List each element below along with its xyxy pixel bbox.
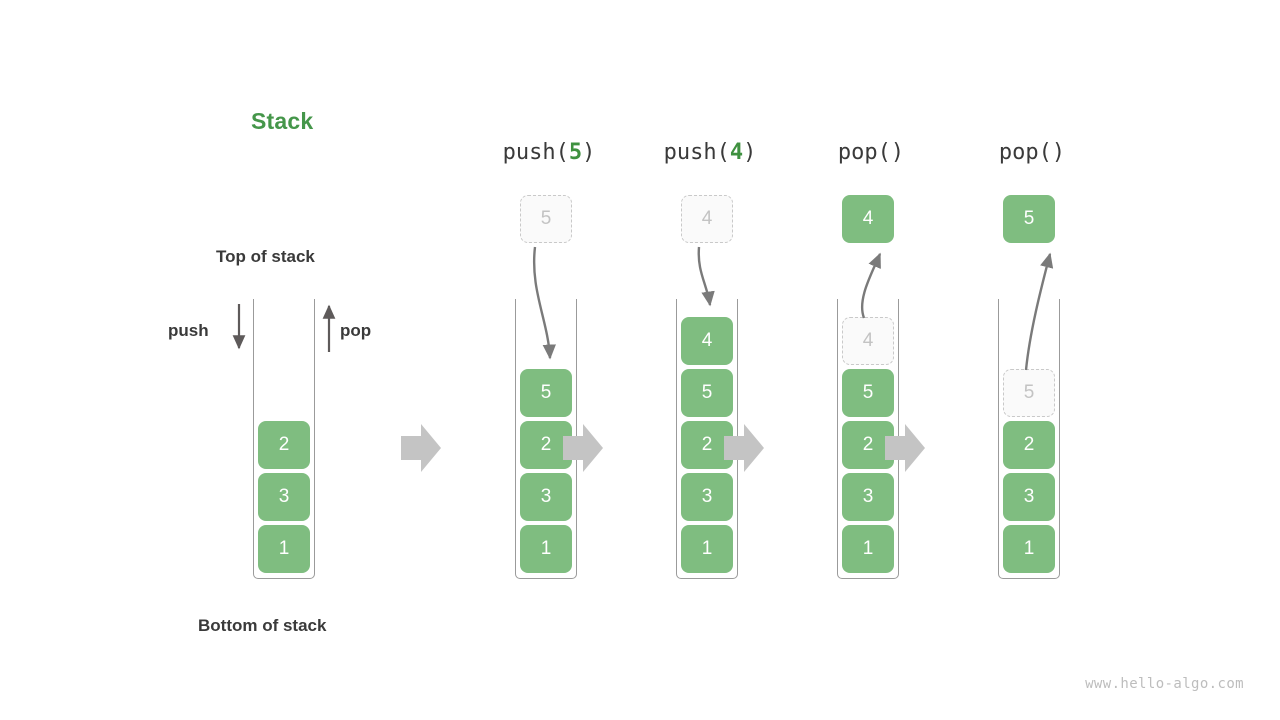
stack-cell: 1 bbox=[842, 525, 894, 573]
operation-label-push-4: push(4) bbox=[645, 140, 775, 165]
op-prefix: push( bbox=[663, 140, 730, 165]
op-suffix: ) bbox=[890, 140, 905, 165]
stack-cell: 3 bbox=[681, 473, 733, 521]
op-prefix: pop( bbox=[837, 140, 891, 165]
op-prefix: push( bbox=[502, 140, 569, 165]
stack-cell: 1 bbox=[258, 525, 310, 573]
floating-element-push-5: 5 bbox=[520, 195, 572, 243]
stack-cell: 3 bbox=[520, 473, 572, 521]
op-argument: 4 bbox=[729, 140, 744, 165]
floating-element-pop-2: 5 bbox=[1003, 195, 1055, 243]
pop-label: pop bbox=[340, 321, 372, 340]
stack-cell: 2 bbox=[258, 421, 310, 469]
stack-cell: 2 bbox=[681, 421, 733, 469]
stack-cell: 4 bbox=[842, 317, 894, 365]
op-argument: 5 bbox=[568, 140, 583, 165]
stack-cell: 5 bbox=[1003, 369, 1055, 417]
stack-cell: 4 bbox=[681, 317, 733, 365]
stack-cell: 2 bbox=[842, 421, 894, 469]
push-label: push bbox=[168, 321, 209, 340]
top-of-stack-label: Top of stack bbox=[216, 247, 315, 266]
stack-cell: 2 bbox=[520, 421, 572, 469]
bottom-of-stack-label: Bottom of stack bbox=[198, 616, 327, 635]
stack-cell: 5 bbox=[520, 369, 572, 417]
floating-element-pop-1: 4 bbox=[842, 195, 894, 243]
operation-label-pop-2: pop() bbox=[967, 140, 1097, 165]
stack-cell: 3 bbox=[258, 473, 310, 521]
stack-cell: 5 bbox=[681, 369, 733, 417]
op-suffix: ) bbox=[582, 140, 596, 165]
transition-arrow bbox=[401, 424, 441, 472]
operation-label-push-5: push(5) bbox=[484, 140, 614, 165]
page-title: Stack bbox=[251, 108, 314, 134]
op-suffix: ) bbox=[1051, 140, 1066, 165]
floating-element-push-4: 4 bbox=[681, 195, 733, 243]
op-suffix: ) bbox=[743, 140, 757, 165]
stack-container-pop-2 bbox=[998, 299, 1060, 579]
stack-cell: 1 bbox=[681, 525, 733, 573]
stack-cell: 1 bbox=[520, 525, 572, 573]
op-prefix: pop( bbox=[998, 140, 1052, 165]
stack-cell: 5 bbox=[842, 369, 894, 417]
stack-container-initial bbox=[253, 299, 315, 579]
stack-cell: 2 bbox=[1003, 421, 1055, 469]
watermark: www.hello-algo.com bbox=[1085, 676, 1244, 692]
stack-cell: 3 bbox=[1003, 473, 1055, 521]
operation-label-pop-1: pop() bbox=[806, 140, 936, 165]
stack-cell: 3 bbox=[842, 473, 894, 521]
stack-cell: 1 bbox=[1003, 525, 1055, 573]
